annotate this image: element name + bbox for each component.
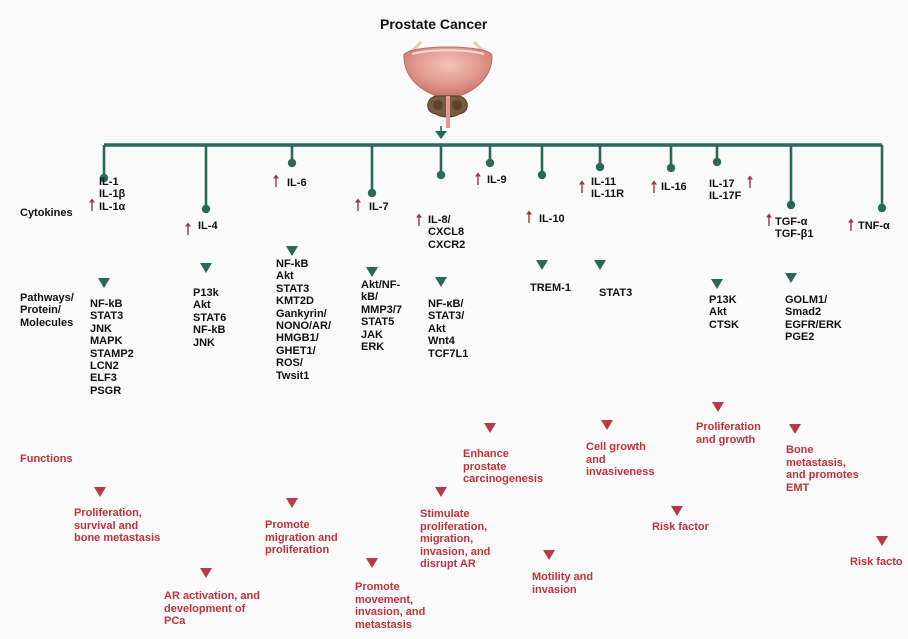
function-arrow-head	[484, 423, 496, 433]
pathway-arrow-head	[366, 267, 378, 277]
up-arrow-icon	[848, 218, 854, 231]
pathway-arrow-head	[98, 278, 110, 288]
pathway-arrow-head	[286, 246, 298, 256]
function-label: Bone metastasis, and promotes EMT	[786, 444, 859, 494]
branch-node-dot	[877, 203, 887, 213]
cytokine-label: IL-17 IL-17F	[709, 178, 742, 203]
function-label: Cell growth and invasiveness	[586, 441, 655, 479]
branch-node-dot	[99, 173, 109, 183]
function-label: Stimulate proliferation, migration, inva…	[420, 508, 491, 571]
pathway-label: TREM-1	[530, 282, 571, 294]
branch-node-dot	[712, 157, 722, 167]
up-arrow-icon	[747, 175, 753, 188]
up-arrow-icon	[766, 213, 772, 226]
cytokine-label: IL-16	[661, 181, 687, 193]
pathway-label: NF-kB STAT3 JNK MAPK STAMP2 LCN2 ELF3 PS…	[90, 298, 134, 397]
function-arrow-head	[286, 498, 298, 508]
prostate-bladder-icon	[402, 41, 493, 128]
pathway-label: GOLM1/ Smad2 EGFR/ERK PGE2	[785, 294, 842, 344]
up-arrow-icon	[579, 180, 585, 193]
cytokine-label: TNF-α	[858, 220, 890, 232]
pathway-arrow-head	[594, 260, 606, 270]
cytokine-label: IL-1 IL-1β IL-1α	[99, 176, 126, 213]
function-label: Risk factor	[652, 521, 709, 533]
cytokine-label: IL-8/ CXCL8 CXCR2	[428, 214, 466, 251]
cytokine-label: IL-6	[287, 177, 307, 189]
function-arrow-head	[435, 487, 447, 497]
row-label-cytokines: Cytokines	[20, 207, 73, 219]
function-label: Proliferation and growth	[696, 421, 761, 446]
pathway-arrow-head	[200, 263, 212, 273]
up-arrow-icon	[416, 213, 422, 226]
branch-node-dot	[201, 204, 211, 214]
up-arrow-icon	[475, 172, 481, 185]
cytokine-label: TGF-α TGF-β1	[775, 216, 814, 241]
up-arrow-icon	[89, 198, 95, 211]
row-label-pathways: Pathways/ Protein/ Molecules	[20, 292, 74, 329]
pathway-label: STAT3	[599, 287, 633, 299]
branch-node-dot	[595, 162, 605, 172]
pathway-label: P13k Akt STAT6 NF-kB JNK	[193, 287, 227, 349]
function-label: AR activation, and development of PCa	[164, 590, 260, 628]
branch-node-dot	[287, 158, 297, 168]
pathway-arrow-head	[711, 279, 723, 289]
up-arrow-icon	[651, 180, 657, 193]
function-arrow-head	[789, 424, 801, 434]
cytokine-label: IL-7	[369, 201, 389, 213]
branch-node-dot	[485, 158, 495, 168]
function-label: Promote migration and proliferation	[265, 519, 338, 557]
up-arrow-icon	[185, 222, 191, 235]
up-arrow-icon	[355, 198, 361, 211]
cytokine-label: IL-11 IL-11R	[591, 176, 625, 201]
pathway-arrow-head	[536, 260, 548, 270]
function-label: Risk facto	[850, 556, 903, 568]
pathway-label: P13K Akt CTSK	[709, 294, 739, 331]
row-label-functions: Functions	[20, 453, 73, 465]
function-arrow-head	[366, 558, 378, 568]
function-label: Promote movement, invasion, and metastas…	[355, 581, 426, 631]
up-arrow-icon	[526, 210, 532, 223]
up-arrow-icon	[273, 174, 279, 187]
pathway-label: NF-κB/ STAT3/ Akt Wnt4 TCF7L1	[428, 298, 469, 360]
branch-node-dot	[436, 170, 446, 180]
function-arrow-head	[94, 487, 106, 497]
pathway-arrow-head	[785, 273, 797, 283]
function-arrow-head	[543, 550, 555, 560]
pathway-label: NF-kB Akt STAT3 KMT2D Gankyrin/ NONO/AR/…	[276, 258, 331, 382]
function-arrow-head	[671, 506, 683, 516]
function-arrow-head	[876, 536, 888, 546]
cytokine-label: IL-4	[198, 220, 218, 232]
cytokine-label: IL-9	[487, 174, 507, 186]
function-arrow-head	[712, 402, 724, 412]
cytokine-label: IL-10	[539, 213, 565, 225]
function-arrow-head	[200, 568, 212, 578]
function-label: Enhance prostate carcinogenesis	[463, 448, 544, 486]
diagram-title: Prostate Cancer	[380, 16, 488, 32]
function-arrow-head	[601, 420, 613, 430]
pathway-label: Akt/NF- kB/ MMP3/7 STAT5 JAK ERK	[361, 279, 402, 354]
function-label: Proliferation, survival and bone metasta…	[74, 507, 161, 545]
branch-node-dot	[786, 200, 796, 210]
branch-node-dot	[367, 188, 377, 198]
branch-node-dot	[537, 170, 547, 180]
function-label: Motility and invasion	[532, 571, 594, 596]
branch-node-dot	[666, 163, 676, 173]
pathway-arrow-head	[435, 277, 447, 287]
